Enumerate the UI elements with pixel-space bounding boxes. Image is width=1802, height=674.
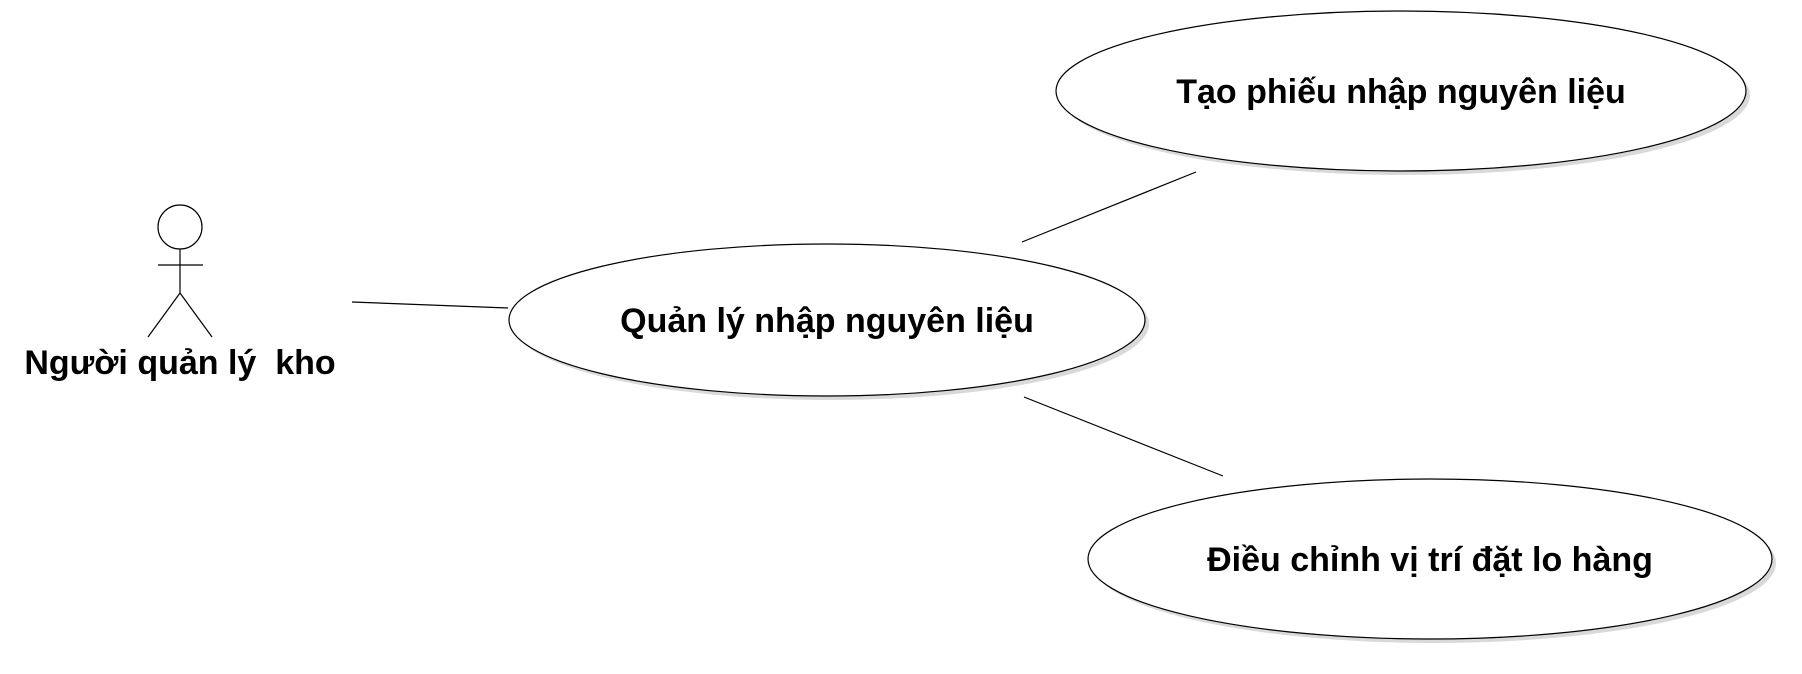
actor-head xyxy=(157,204,203,250)
use-case-create-receipt[interactable]: Tạo phiếu nhập nguyên liệu xyxy=(1055,10,1750,175)
actor-left-leg xyxy=(147,292,181,338)
association-main-create xyxy=(1021,171,1197,243)
use-case-label: Quản lý nhập nguyên liệu xyxy=(620,302,1034,340)
use-case-label: Tạo phiếu nhập nguyên liệu xyxy=(1176,73,1626,111)
use-case-manage-import[interactable]: Quản lý nhập nguyên liệu xyxy=(508,243,1149,400)
use-case-adjust-placement[interactable]: Điều chỉnh vị trí đặt lo hàng xyxy=(1087,478,1776,643)
use-case-label: Điều chỉnh vị trí đặt lo hàng xyxy=(1207,541,1653,579)
actor-label: Người quản lý kho xyxy=(24,344,335,382)
association-actor-main xyxy=(351,301,509,309)
actor-stick-figure-icon[interactable] xyxy=(147,204,213,338)
actor-right-leg xyxy=(179,292,213,338)
association-main-adjust xyxy=(1023,396,1224,477)
